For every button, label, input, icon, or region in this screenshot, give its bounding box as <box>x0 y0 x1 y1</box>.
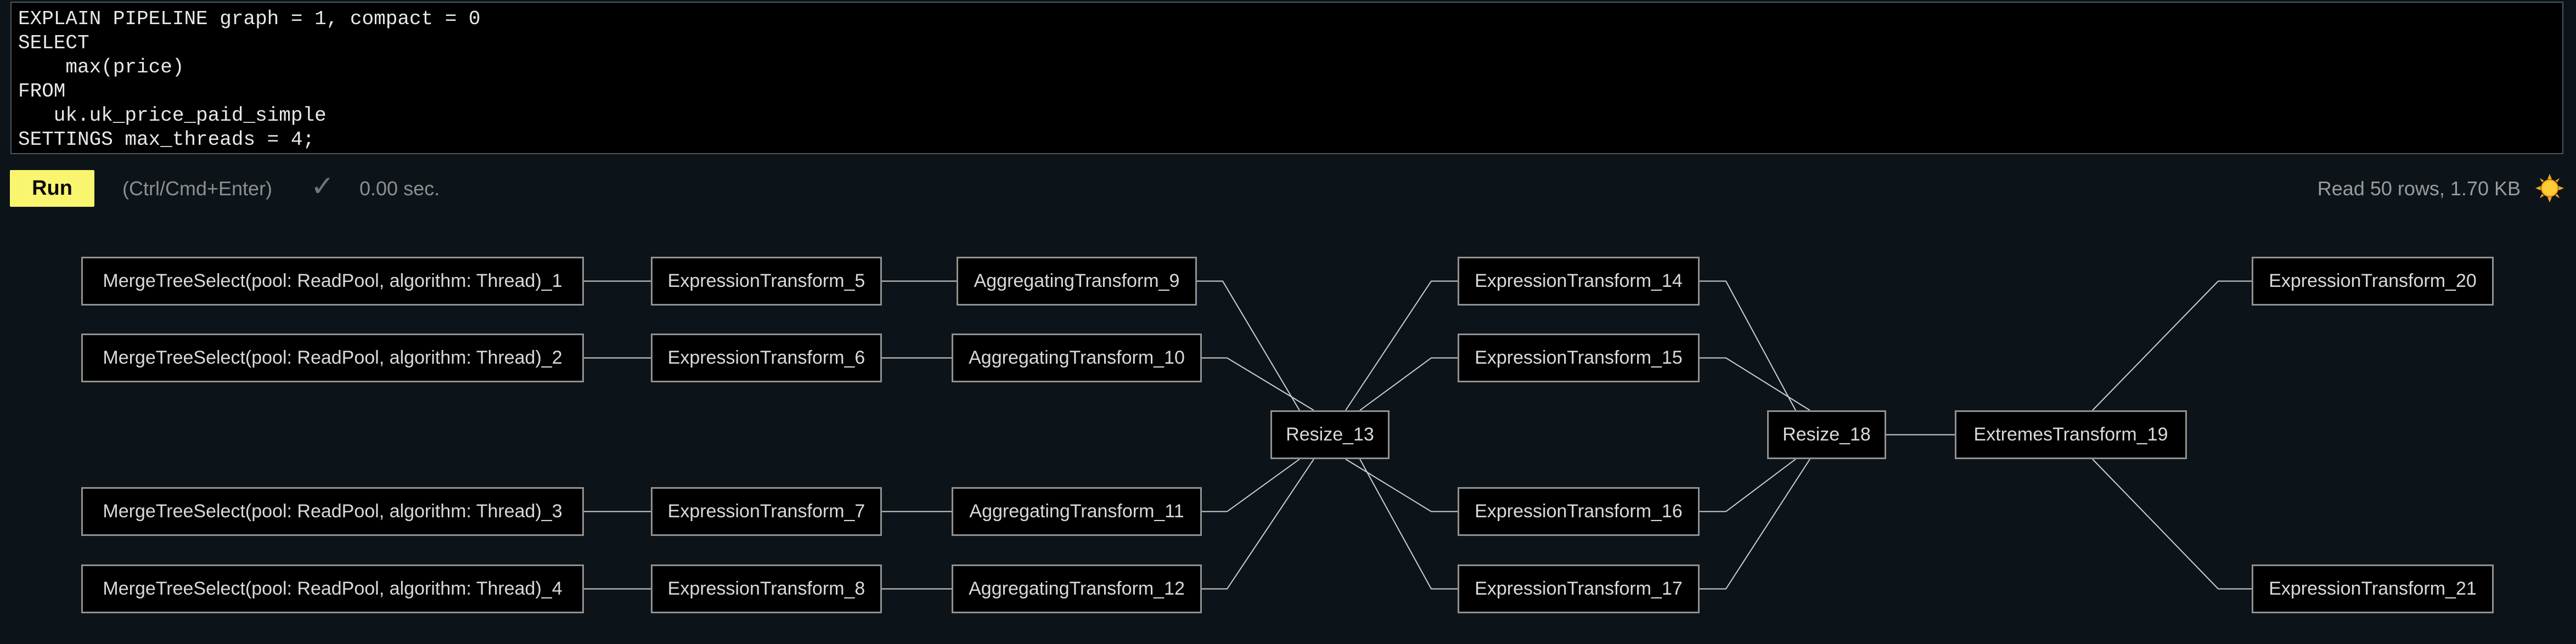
edge-ext19-et21 <box>2092 459 2252 590</box>
node-extremestransform-19: ExtremesTransform_19 <box>1955 410 2187 459</box>
sun-icon <box>2535 174 2564 202</box>
node-expressiontransform-16: ExpressionTransform_16 <box>1458 487 1700 536</box>
node-aggregatingtransform-9: AggregatingTransform_9 <box>957 257 1197 306</box>
node-mergetreeselect-2: MergeTreeSelect(pool: ReadPool, algorith… <box>81 334 584 382</box>
node-resize-18: Resize_18 <box>1767 410 1886 459</box>
toolbar: Run (Ctrl/Cmd+Enter) ✓ 0.00 sec. Read 50… <box>0 170 2576 207</box>
edge-at9-resize13 <box>1197 280 1300 411</box>
sql-editor[interactable]: EXPLAIN PIPELINE graph = 1, compact = 0 … <box>10 2 2563 154</box>
node-resize-13: Resize_13 <box>1270 410 1390 459</box>
edge-resize13-et16 <box>1345 459 1458 512</box>
edge-et16-resize18 <box>1700 459 1796 512</box>
node-expressiontransform-21: ExpressionTransform_21 <box>2252 564 2494 613</box>
theme-toggle-sun-icon[interactable] <box>2535 174 2564 202</box>
node-expressiontransform-5: ExpressionTransform_5 <box>651 257 882 306</box>
edge-at10-resize13 <box>1202 357 1314 411</box>
node-mergetreeselect-3: MergeTreeSelect(pool: ReadPool, algorith… <box>81 487 584 536</box>
edge-at12-resize13 <box>1202 459 1314 590</box>
edge-et17-resize18 <box>1700 459 1810 590</box>
node-expressiontransform-6: ExpressionTransform_6 <box>651 334 882 382</box>
node-aggregatingtransform-11: AggregatingTransform_11 <box>952 487 1202 536</box>
edge-et15-resize18 <box>1700 357 1810 411</box>
edge-at11-resize13 <box>1202 459 1300 512</box>
node-expressiontransform-20: ExpressionTransform_20 <box>2252 257 2494 306</box>
edge-resize13-et17 <box>1359 459 1458 590</box>
node-aggregatingtransform-12: AggregatingTransform_12 <box>952 564 1202 613</box>
node-expressiontransform-8: ExpressionTransform_8 <box>651 564 882 613</box>
edge-resize13-et14 <box>1345 280 1458 411</box>
node-expressiontransform-17: ExpressionTransform_17 <box>1458 564 1700 613</box>
node-mergetreeselect-1: MergeTreeSelect(pool: ReadPool, algorith… <box>81 257 584 306</box>
shortcut-hint: (Ctrl/Cmd+Enter) <box>122 177 273 200</box>
edge-ext19-et20 <box>2092 280 2252 411</box>
node-expressiontransform-14: ExpressionTransform_14 <box>1458 257 1700 306</box>
node-aggregatingtransform-10: AggregatingTransform_10 <box>952 334 1202 382</box>
read-stats: Read 50 rows, 1.70 KB <box>2317 177 2521 200</box>
node-expressiontransform-15: ExpressionTransform_15 <box>1458 334 1700 382</box>
elapsed-time: 0.00 sec. <box>359 177 440 200</box>
success-check-icon: ✓ <box>311 170 335 202</box>
node-expressiontransform-7: ExpressionTransform_7 <box>651 487 882 536</box>
run-button[interactable]: Run <box>10 170 94 207</box>
edge-et14-resize18 <box>1700 280 1796 411</box>
edge-resize13-et15 <box>1359 357 1458 411</box>
node-mergetreeselect-4: MergeTreeSelect(pool: ReadPool, algorith… <box>81 564 584 613</box>
